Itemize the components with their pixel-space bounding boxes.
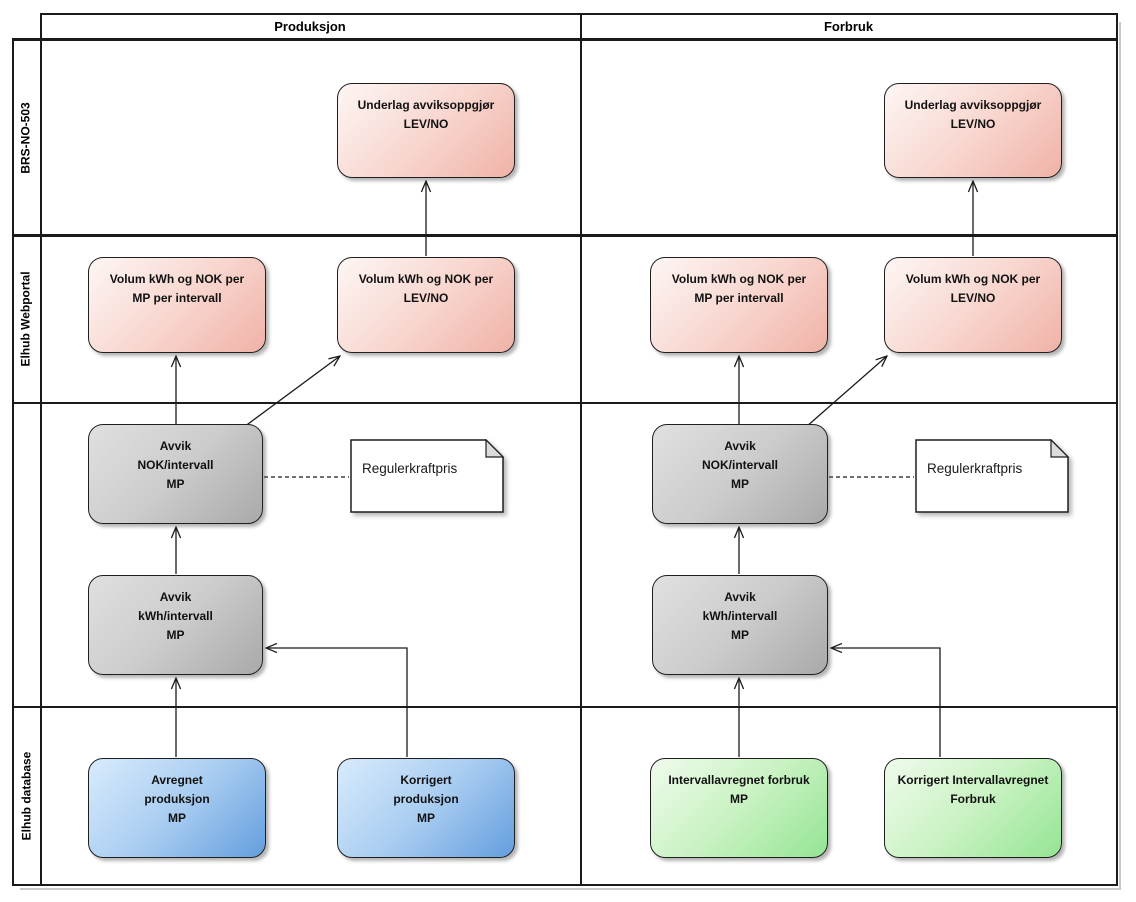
node-label-line: MP per intervall [694, 291, 784, 305]
node-label-line: MP [731, 628, 749, 642]
column-header-forbruk-label: Forbruk [823, 19, 874, 34]
node-label-line: MP [730, 792, 748, 806]
lane-label-brs-no-503: BRS-NO-503 [12, 40, 40, 235]
node-label-line: kWh/intervall [138, 609, 213, 623]
node-label-line: Underlag avviksoppgjør [904, 98, 1042, 112]
note-body [350, 439, 504, 513]
note-body [915, 439, 1069, 513]
node-label-line: Volum kWh og NOK per [109, 272, 245, 286]
note-shape [350, 439, 505, 513]
lane-label-elhub-webportal: Elhub Webportal [12, 235, 40, 403]
lane-label-text: Elhub Webportal [19, 271, 34, 367]
lane-divider-3 [12, 706, 1117, 708]
node-label-line: Forbruk [950, 792, 996, 806]
connector-korrigert-to-avvik-kwh-prod [266, 648, 408, 757]
lane-divider-1 [12, 234, 1117, 237]
node-label-line: LEV/NO [950, 291, 996, 305]
node-label-line: Avregnet [151, 773, 203, 787]
lane-label-beregning [12, 403, 40, 707]
note-regulerkraftpris-forbruk: Regulerkraftpris [915, 439, 1070, 513]
lane-divider-2 [12, 402, 1117, 404]
header-bottom-line [12, 38, 1117, 41]
connector-avvik-nok-to-volum-levno-forb [805, 356, 887, 428]
node-label-line: LEV/NO [950, 117, 996, 131]
node-label-line: MP [168, 811, 186, 825]
node-label-line: Volum kWh og NOK per [905, 272, 1041, 286]
node-label-line: MP [166, 477, 185, 491]
column-header-produksjon: Produksjon [40, 13, 580, 40]
column-header-forbruk: Forbruk [580, 13, 1117, 40]
strip-left-border [12, 38, 14, 886]
frame-bottom-shadow [20, 888, 1121, 890]
node-label-line: LEV/NO [403, 291, 449, 305]
lane-label-text: Elhub database [19, 751, 33, 841]
lane-label-text: BRS-NO-503 [19, 101, 34, 174]
node-label-line: Avvik [724, 590, 756, 604]
note-fold-corner-icon [485, 439, 505, 458]
node-label-line: Korrigert [400, 773, 452, 787]
node-label-line: Avvik [159, 590, 192, 604]
node-label-line: produksjon [144, 792, 210, 806]
frame-right-shadow [1119, 22, 1121, 888]
node-label-line: kWh/intervall [702, 609, 778, 623]
node-volum-mp-intervall-forbruk: Volum kWh og NOK per MP per intervall [650, 257, 828, 353]
note-regulerkraftpris-produksjon: Regulerkraftpris [350, 439, 505, 513]
node-label-line: MP [166, 628, 185, 642]
node-label-line: Volum kWh og NOK per [671, 272, 807, 286]
frame-right-border [1116, 13, 1118, 886]
frame-bottom-line [12, 884, 1117, 886]
node-label-line: Intervallavregnet forbruk [668, 773, 810, 787]
note-shape [915, 439, 1070, 513]
node-label-line: NOK/intervall [701, 458, 779, 472]
node-label-line: produksjon [393, 792, 459, 806]
note-fold-corner-icon [1050, 439, 1070, 458]
connector-avvik-nok-to-volum-levno-prod [243, 356, 340, 428]
node-label-line: MP per intervall [132, 291, 222, 305]
node-label-line: Underlag avviksoppgjør [357, 98, 495, 112]
node-label-line: Avvik [724, 439, 756, 453]
node-label-line: Volum kWh og NOK per [358, 272, 494, 286]
node-label-line: NOK/intervall [137, 458, 214, 472]
node-label-line: MP [417, 811, 435, 825]
node-label-line: MP [731, 477, 749, 491]
column-divider [580, 13, 582, 886]
node-label-line: Korrigert Intervallavregnet [897, 773, 1049, 787]
note-text: Regulerkraftpris [927, 461, 1023, 476]
note-text: Regulerkraftpris [362, 461, 458, 476]
lane-label-elhub-database: Elhub database [12, 707, 40, 885]
connector-korrigert-to-avvik-kwh-forb [831, 648, 941, 757]
column-header-produksjon-label: Produksjon [274, 19, 346, 34]
node-label-line: LEV/NO [403, 117, 449, 131]
frame-top-line [40, 13, 1117, 15]
strip-right-border [40, 13, 42, 886]
node-volum-mp-intervall-produksjon: Volum kWh og NOK per MP per intervall [88, 257, 266, 353]
node-label-line: Avvik [159, 439, 192, 453]
